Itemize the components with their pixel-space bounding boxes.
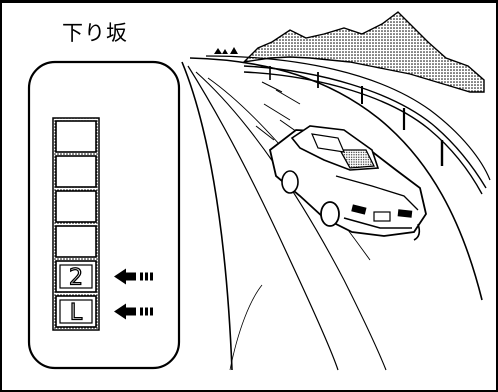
guardrail-icon (243, 65, 487, 195)
gear-slot (55, 225, 97, 258)
gear-slot (55, 120, 97, 153)
gear-slot-l: L (55, 295, 97, 328)
arrow-left-icon (114, 303, 153, 320)
gear-slot-2: 2 (55, 260, 97, 293)
road-scene (181, 11, 491, 371)
gear-slot (55, 190, 97, 223)
gear-label: 2 (69, 266, 83, 291)
car-icon (268, 125, 427, 241)
figure-title: 下り坂 (62, 21, 128, 45)
arrow-left-icon (114, 268, 153, 285)
mountain-icon (241, 11, 485, 93)
gear-selector-panel: 2L (27, 60, 181, 370)
gear-label: L (70, 301, 83, 326)
gear-slot (55, 155, 97, 188)
